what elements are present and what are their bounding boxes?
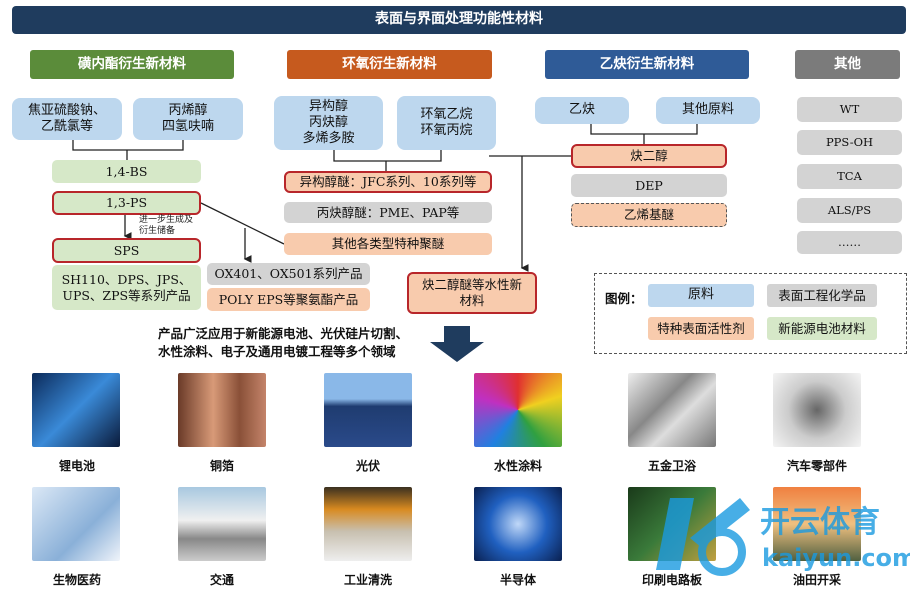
image-pcb bbox=[628, 487, 716, 561]
other-tca: TCA bbox=[797, 164, 902, 189]
image-photovoltaic bbox=[324, 373, 412, 447]
image-hardware-sanitary bbox=[628, 373, 716, 447]
legend: 图例： 原料 表面工程化学品 特种表面活性剂 新能源电池材料 bbox=[594, 273, 907, 354]
other-more: …… bbox=[797, 231, 902, 254]
image-oilfield bbox=[773, 487, 861, 561]
legend-surface-chemical: 表面工程化学品 bbox=[767, 284, 877, 307]
product-sps-series: SH110、DPS、JPS、 UPS、ZPS等系列产品 bbox=[52, 265, 201, 310]
image-biomedicine bbox=[32, 487, 120, 561]
category-epoxy: 环氧衍生新材料 bbox=[287, 50, 492, 79]
other-als-ps: ALS/PS bbox=[797, 198, 902, 223]
product-sps: SPS bbox=[52, 238, 201, 263]
product-dep: DEP bbox=[571, 174, 727, 197]
category-sulfone: 磺内酯衍生新材料 bbox=[30, 50, 234, 79]
raw-sodium-metabisulfite: 焦亚硫酸钠、 乙酰氯等 bbox=[12, 98, 122, 140]
image-transport bbox=[178, 487, 266, 561]
label-semiconductor: 半导体 bbox=[499, 573, 536, 587]
label-biomedicine: 生物医药 bbox=[52, 573, 101, 587]
label-oilfield: 油田开采 bbox=[792, 573, 841, 587]
other-pps-oh: PPS-OH bbox=[797, 130, 902, 155]
down-arrow-icon bbox=[430, 326, 484, 362]
raw-ethylene-oxide: 环氧乙烷 环氧丙烷 bbox=[397, 96, 496, 150]
label-waterborne-paint: 水性涂料 bbox=[493, 459, 542, 473]
image-industrial-cleaning bbox=[324, 487, 412, 561]
label-lithium-battery: 锂电池 bbox=[58, 459, 95, 473]
label-auto-parts: 汽车零部件 bbox=[786, 459, 847, 473]
raw-isomeric-alcohol: 异构醇 丙炔醇 多烯多胺 bbox=[274, 96, 383, 150]
product-waterborne-material: 炔二醇醚等水性新 材料 bbox=[407, 272, 537, 314]
label-copper-foil: 铜箔 bbox=[209, 459, 234, 473]
product-isomeric-ether: 异构醇醚：JFC系列、10系列等 bbox=[284, 171, 492, 193]
product-acetylenic-diol: 炔二醇 bbox=[571, 144, 727, 168]
product-14bs: 1,4-BS bbox=[52, 160, 201, 183]
product-special-polyether: 其他各类型特种聚醚 bbox=[284, 233, 492, 255]
label-industrial-cleaning: 工业清洗 bbox=[343, 573, 392, 587]
category-acetylene: 乙炔衍生新材料 bbox=[545, 50, 749, 79]
label-photovoltaic: 光伏 bbox=[355, 459, 380, 473]
legend-raw: 原料 bbox=[648, 284, 754, 307]
raw-acetylene: 乙炔 bbox=[535, 97, 629, 124]
derivation-note: 进一步生成及 衍生储备 bbox=[139, 215, 194, 236]
product-propargyl-ether: 丙炔醇醚：PME、PAP等 bbox=[284, 202, 492, 223]
category-other: 其他 bbox=[795, 50, 900, 79]
legend-battery-material: 新能源电池材料 bbox=[767, 317, 877, 340]
image-waterborne-paint bbox=[474, 373, 562, 447]
label-pcb: 印刷电路板 bbox=[641, 573, 702, 587]
legend-surfactant: 特种表面活性剂 bbox=[648, 317, 754, 340]
other-wt: WT bbox=[797, 97, 902, 122]
product-vinyl-ether: 乙烯基醚 bbox=[571, 203, 727, 227]
image-semiconductor bbox=[474, 487, 562, 561]
application-text: 产品广泛应用于新能源电池、光伏硅片切割、 水性涂料、电子及通用电镀工程等多个领域 bbox=[158, 326, 409, 359]
product-poly-eps: POLY EPS等聚氨酯产品 bbox=[207, 288, 370, 311]
page-title: 表面与界面处理功能性材料 bbox=[12, 6, 906, 34]
label-hardware-sanitary: 五金卫浴 bbox=[647, 459, 696, 473]
image-auto-parts bbox=[773, 373, 861, 447]
product-ox-series: OX401、OX501系列产品 bbox=[207, 263, 370, 285]
raw-allyl-alcohol: 丙烯醇 四氢呋喃 bbox=[133, 98, 243, 140]
image-copper-foil bbox=[178, 373, 266, 447]
raw-other-materials: 其他原料 bbox=[656, 97, 760, 124]
label-transport: 交通 bbox=[209, 573, 234, 587]
legend-label: 图例： bbox=[605, 291, 643, 306]
product-13ps: 1,3-PS bbox=[52, 191, 201, 215]
image-lithium-battery bbox=[32, 373, 120, 447]
